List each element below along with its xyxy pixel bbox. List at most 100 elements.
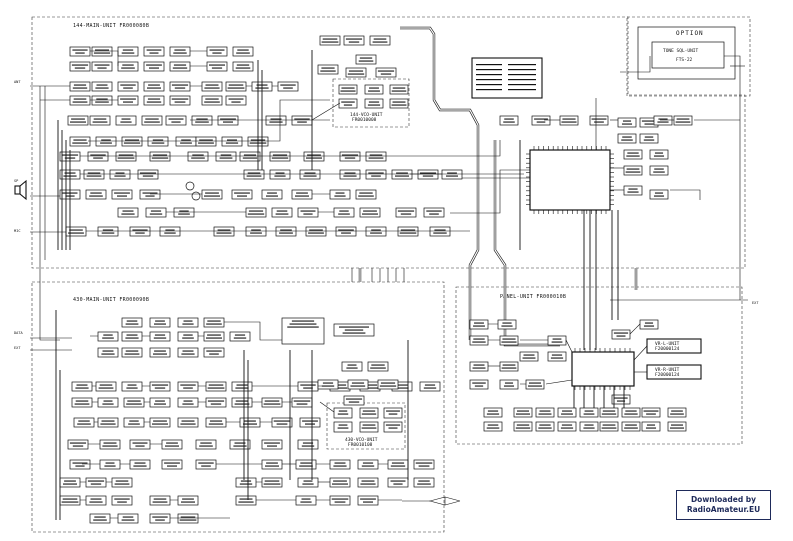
- circuit-block: [149, 151, 171, 162]
- circuit-block: [147, 136, 169, 147]
- circuit-block: [95, 136, 117, 147]
- wire: [724, 55, 741, 300]
- circuit-block: [281, 317, 325, 345]
- antenna-icon: [402, 496, 461, 506]
- circuit-block: [205, 397, 227, 408]
- circuit-block: [355, 189, 377, 200]
- circuit-block: [387, 477, 409, 488]
- circuit-block: [265, 115, 287, 126]
- circuit-block: [557, 421, 577, 432]
- circuit-block: [417, 169, 439, 180]
- circuit-block: [201, 95, 223, 106]
- circuit-block: [261, 439, 283, 450]
- circuit-block: [67, 439, 89, 450]
- circuit-block: [141, 115, 163, 126]
- circuit-block: [149, 495, 171, 506]
- circuit-block: [129, 459, 151, 470]
- wire: [629, 323, 641, 335]
- circuit-block: [499, 335, 519, 346]
- circuit-block: [377, 379, 399, 390]
- circuit-block: [149, 513, 171, 524]
- circuit-block: [667, 407, 687, 418]
- circuit-block: [357, 459, 379, 470]
- circuit-block: [91, 95, 113, 106]
- circuit-block: [149, 381, 171, 392]
- circuit-block: [291, 115, 313, 126]
- circuit-block: [343, 35, 365, 46]
- circuit-block: [579, 407, 599, 418]
- wire: [319, 401, 335, 413]
- circuit-block: [469, 319, 489, 330]
- circuit-block: [673, 115, 693, 126]
- circuit-block: [295, 495, 317, 506]
- circuit-block: [559, 115, 579, 126]
- circuit-block: [169, 46, 191, 57]
- vr-units: VR-L-UNIT F20000124 VR-R-UNIT F20000124: [646, 338, 702, 380]
- circuit-block: [69, 81, 91, 92]
- spk-port-label: SP: [14, 179, 18, 183]
- wire: [450, 169, 530, 214]
- circuit-block: [201, 81, 223, 92]
- panel-border: [455, 286, 743, 445]
- circuit-block: [111, 495, 133, 506]
- circuit-block: [531, 115, 551, 126]
- circuit-block: [69, 459, 91, 470]
- circuit-block: [621, 421, 641, 432]
- tone-sql-label: TONE SQL-UNIT: [663, 48, 699, 54]
- circuit-block: [423, 207, 445, 218]
- circuit-block: [365, 169, 387, 180]
- mic-port-label: MIC: [14, 229, 21, 233]
- circuit-block: [338, 98, 358, 109]
- circuit-block: [317, 64, 339, 75]
- vco-144-border: [332, 78, 410, 128]
- wire: [80, 140, 501, 157]
- circuit-block: [335, 226, 357, 237]
- port-labels: ANT SP MIC DATA EXT EXT: [14, 80, 759, 350]
- circuit-block: [338, 84, 358, 95]
- wire: [224, 321, 282, 341]
- vr-r-code: F20000124: [655, 372, 680, 378]
- circuit-block: [206, 46, 228, 57]
- ant-port-label: ANT: [14, 80, 21, 84]
- circuit-block: [333, 323, 375, 337]
- circuit-block: [87, 151, 109, 162]
- circuit-block: [639, 133, 659, 144]
- circuit-block: [364, 84, 384, 95]
- circuit-block: [215, 151, 237, 162]
- circuit-block: [235, 477, 257, 488]
- circuit-block: [333, 207, 355, 218]
- circuit-block: [89, 513, 111, 524]
- circuit-block: [499, 379, 519, 390]
- circuit-block: [206, 61, 228, 72]
- circuit-block: [69, 95, 91, 106]
- circuit-block: [617, 133, 637, 144]
- circuit-block: [117, 46, 139, 57]
- circuit-block: [97, 347, 119, 358]
- circuit-block: [359, 421, 379, 433]
- vco-430-title: 430-VCO-UNIT: [345, 437, 378, 443]
- circuit-block: [203, 347, 225, 358]
- circuit-block: [329, 189, 351, 200]
- circuit-block: [83, 169, 105, 180]
- circuit-block: [205, 381, 227, 392]
- circuit-block: [547, 335, 567, 346]
- circuit-block: [329, 459, 351, 470]
- circuit-block: [143, 61, 165, 72]
- circuit-block: [261, 189, 283, 200]
- vco-144-code: FR0010008: [352, 117, 377, 123]
- circuit-block: [121, 381, 143, 392]
- circuit-block: [143, 46, 165, 57]
- circuit-block: [145, 207, 167, 218]
- circuit-block: [623, 149, 643, 160]
- option-block: OPTION TONE SQL-UNIT FTS-22: [637, 26, 736, 80]
- circuit-block: [419, 381, 441, 392]
- circuit-block: [333, 407, 353, 419]
- circuit-block: [387, 459, 409, 470]
- circuit-block: [161, 439, 183, 450]
- circuit-block: [269, 151, 291, 162]
- circuit-block: [71, 381, 93, 392]
- circuit-block: [203, 317, 225, 328]
- circuit-block: [117, 207, 139, 218]
- speaker-icon: [14, 179, 27, 201]
